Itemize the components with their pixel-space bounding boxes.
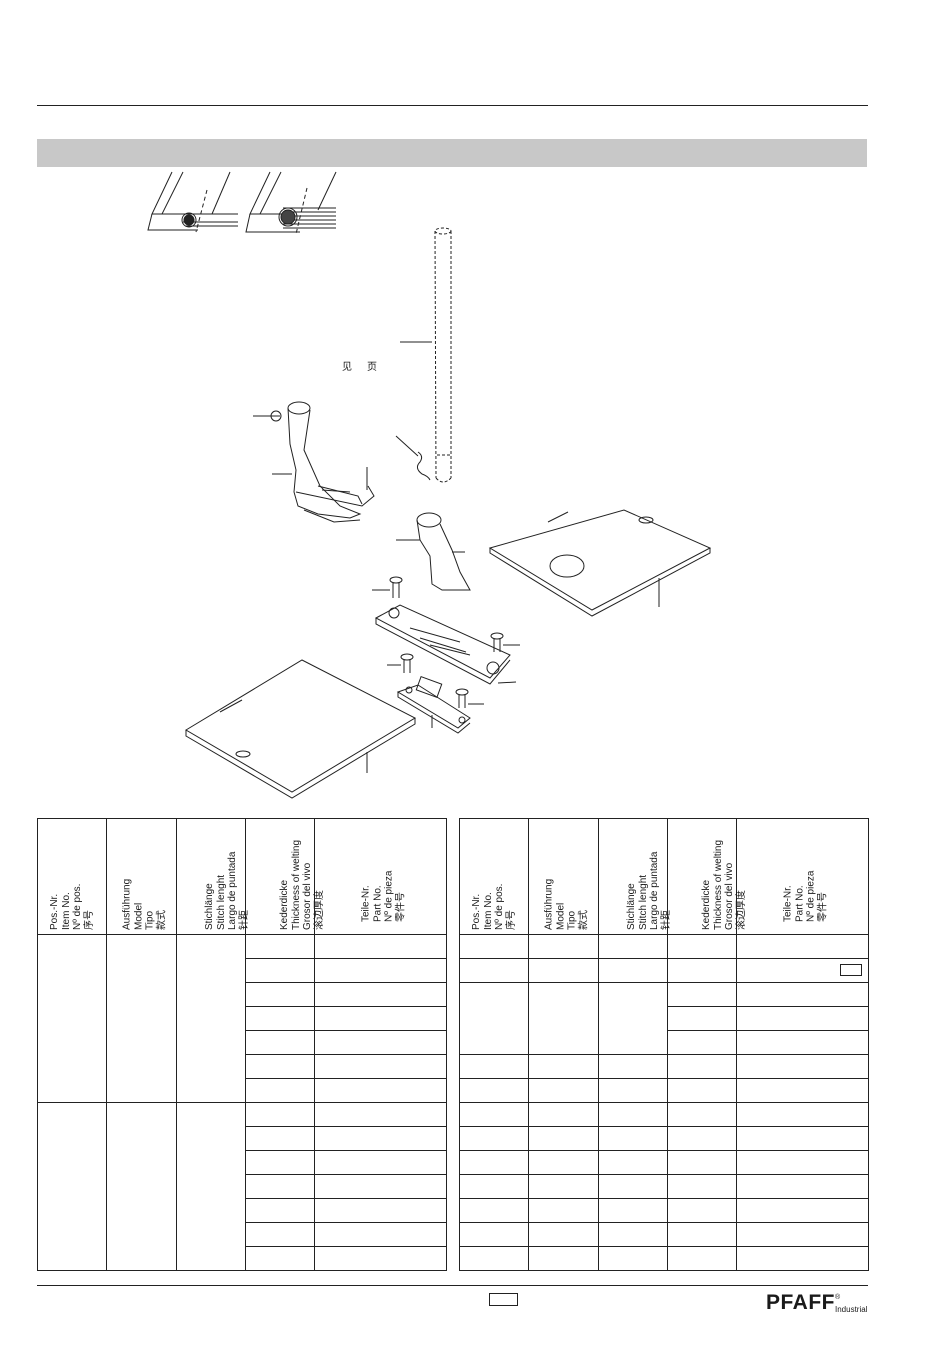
presser-foot-large bbox=[253, 401, 375, 523]
header-pos-right: Pos.-Nr.Item No.Nº de pos.序号 bbox=[471, 883, 517, 930]
table-row bbox=[459, 1054, 869, 1079]
see-note-suffix: 页 bbox=[367, 362, 377, 373]
table-row bbox=[37, 934, 447, 1103]
page-number-box bbox=[489, 1293, 518, 1306]
table-row bbox=[459, 982, 869, 1055]
blank-box bbox=[840, 964, 862, 977]
table-row bbox=[38, 1174, 447, 1199]
footer-rule bbox=[37, 1285, 868, 1286]
title-band bbox=[37, 139, 867, 167]
see-note-prefix: 见 bbox=[342, 362, 352, 373]
table-row bbox=[459, 1126, 869, 1151]
table-row bbox=[38, 1006, 447, 1031]
table-row bbox=[459, 1174, 869, 1199]
table-row bbox=[459, 1222, 869, 1247]
brand-mark: ® bbox=[835, 1294, 841, 1301]
parts-illustration bbox=[147, 171, 712, 799]
cover-plate-left bbox=[185, 659, 417, 799]
table-row bbox=[38, 1198, 447, 1223]
table-row bbox=[38, 982, 447, 1007]
table-row bbox=[38, 958, 447, 983]
table-row bbox=[459, 1246, 869, 1271]
table-row bbox=[459, 1198, 869, 1223]
cover-plate-right bbox=[488, 509, 712, 617]
table-row bbox=[38, 1030, 447, 1055]
presser-foot-small bbox=[396, 512, 471, 591]
brand-name: PFAFF bbox=[766, 1291, 835, 1314]
table-row bbox=[459, 934, 869, 959]
pfaff-logo: PFAFF® bbox=[766, 1291, 841, 1315]
table-row bbox=[460, 1006, 869, 1031]
welting-diagram-thin bbox=[147, 171, 238, 233]
brand-subtitle: Industrial bbox=[835, 1305, 868, 1314]
table-row bbox=[459, 1150, 869, 1175]
table-row bbox=[459, 1078, 869, 1103]
table-row bbox=[37, 1102, 447, 1271]
table-row bbox=[459, 1102, 869, 1127]
presser-bar bbox=[434, 227, 452, 483]
screws bbox=[372, 576, 520, 708]
table-row bbox=[38, 1246, 447, 1271]
feed-dog bbox=[396, 676, 471, 734]
header-pos: Pos.-Nr.Item No.Nº de pos.序号 bbox=[49, 883, 95, 930]
table-row bbox=[459, 958, 869, 983]
header-rule bbox=[37, 105, 868, 106]
needle-plate bbox=[374, 604, 517, 685]
welting-diagram-thick bbox=[245, 171, 337, 235]
